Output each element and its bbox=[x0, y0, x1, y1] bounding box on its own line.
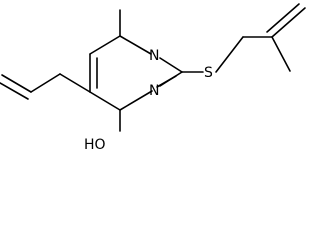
ring-bond-c6-n1 bbox=[119, 35, 152, 55]
methallyl-bond-methyl bbox=[271, 36, 291, 72]
allyl-bond-3 bbox=[1, 74, 32, 93]
hydroxyl-atom-label: HO bbox=[84, 137, 106, 152]
ring-bond-n1-c2 bbox=[159, 57, 183, 73]
ring-bond-c2-n3-double bbox=[156, 75, 177, 88]
molecule-structure: N N S HO bbox=[0, 3, 306, 152]
allyl-bond-1 bbox=[59, 73, 91, 93]
methallyl-bond-vinyl bbox=[271, 7, 306, 38]
ring-bond-c6-c1 bbox=[89, 35, 121, 55]
methallyl-bond-vinyl-double bbox=[266, 3, 300, 33]
n1-atom-label: N bbox=[149, 48, 159, 64]
atom-labels: N N S HO bbox=[84, 48, 213, 152]
molecule-canvas: N N S HO bbox=[0, 3, 306, 152]
s-bond-right bbox=[215, 36, 244, 73]
n3-atom-label: N bbox=[149, 83, 159, 99]
allyl-bond-3-double bbox=[0, 82, 29, 100]
ring-bond-n3-c4 bbox=[119, 90, 153, 111]
bonds bbox=[0, 3, 306, 132]
ring-bond-c4-c5 bbox=[89, 91, 121, 111]
s-atom-label: S bbox=[204, 65, 213, 81]
allyl-bond-2 bbox=[30, 73, 61, 93]
